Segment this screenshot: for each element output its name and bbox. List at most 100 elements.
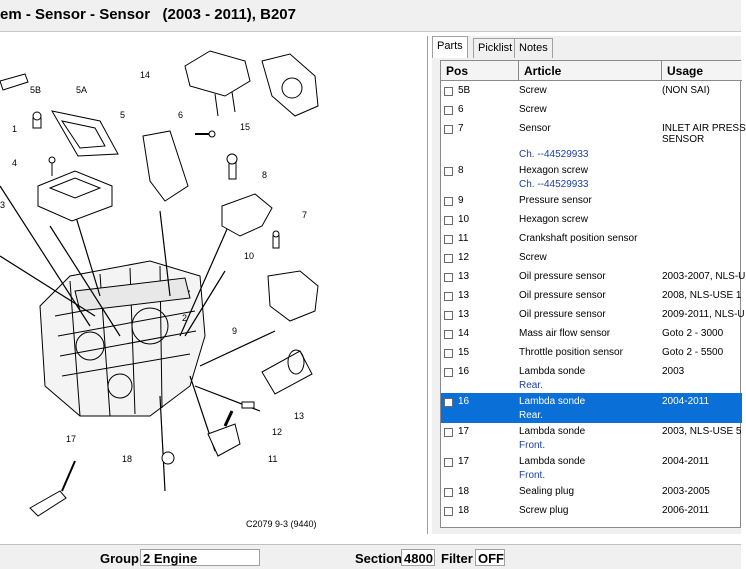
row-pos: 8: [458, 165, 464, 176]
row-usage: 2006-2011: [662, 505, 710, 516]
diagram-label-6: 6: [178, 110, 183, 120]
part-7-sensor: [221, 193, 273, 237]
diagram-label-11: 11: [268, 454, 277, 464]
row-usage: 2003-2005: [662, 486, 710, 497]
part-11-crank-sensor: [207, 410, 241, 457]
row-pos: 12: [458, 252, 470, 263]
row-article-note: Front.: [519, 470, 546, 481]
row-article: Mass air flow sensor: [519, 328, 611, 339]
row-article: Oil pressure sensor: [519, 271, 606, 282]
group-label: Group: [100, 551, 139, 566]
diagram-label-3: 3: [0, 200, 5, 210]
row-checkbox[interactable]: [444, 368, 453, 377]
row-article: Lambda sonde: [519, 366, 586, 377]
tab-parts[interactable]: Parts: [432, 36, 468, 58]
row-checkbox[interactable]: [444, 458, 453, 467]
row-checkbox[interactable]: [444, 292, 453, 301]
part-18-plug: [161, 451, 175, 465]
row-checkbox[interactable]: [444, 311, 453, 320]
row-checkbox[interactable]: [444, 398, 453, 407]
row-usage: 2004-2011: [662, 456, 710, 467]
column-header-article[interactable]: Article: [519, 61, 662, 81]
row-checkbox[interactable]: [444, 507, 453, 516]
diagram-label-18: 18: [122, 454, 132, 464]
row-pos: 13: [458, 309, 470, 320]
diagram-label-1: 1: [12, 124, 17, 134]
row-usage: 2003, NLS-USE 5: [662, 426, 742, 437]
status-bar: Group 2 Engine Section 4800 Filter OFF: [0, 544, 741, 569]
row-checkbox[interactable]: [444, 488, 453, 497]
row-checkbox[interactable]: [444, 428, 453, 437]
diagram-label-15: 15: [240, 122, 250, 132]
section-value: 4800: [401, 549, 435, 566]
tab-picklist[interactable]: Picklist: [473, 38, 518, 58]
row-checkbox[interactable]: [444, 254, 453, 263]
row-checkbox[interactable]: [444, 167, 453, 176]
row-article-note: Rear.: [519, 380, 543, 391]
row-article: Lambda sonde: [519, 426, 586, 437]
column-header-pos[interactable]: Pos: [441, 61, 519, 81]
row-usage: 2003-2007, NLS-U: [662, 271, 746, 282]
row-usage: 2003: [662, 366, 685, 377]
part-14-maf: [184, 50, 251, 117]
part-13-oil-sensor: [261, 349, 313, 395]
row-checkbox[interactable]: [444, 125, 453, 134]
row-article: Screw: [519, 104, 547, 115]
column-header-usage[interactable]: Usage: [667, 64, 704, 78]
row-checkbox[interactable]: [444, 216, 453, 225]
exploded-diagram[interactable]: 1 5B 5A 4 3 5 6 14 15 7 8 10 9 2 13 12 1…: [0, 36, 428, 534]
row-article: Pressure sensor: [519, 195, 592, 206]
row-article: Sensor: [519, 123, 551, 134]
row-checkbox[interactable]: [444, 349, 453, 358]
diagram-label-5a: 5A: [76, 85, 87, 95]
diagram-caption: C2079 9-3 (9440): [246, 519, 317, 529]
part-5b-screw: [32, 111, 42, 129]
part-8-screw: [226, 153, 238, 180]
row-checkbox[interactable]: [444, 106, 453, 115]
row-pos: 13: [458, 290, 470, 301]
table-row[interactable]: 12 Screw: [441, 249, 742, 268]
diagram-label-7: 7: [302, 210, 307, 220]
row-article-note: Rear.: [519, 410, 543, 421]
row-article-note: Front.: [519, 440, 546, 451]
tab-strip: Parts Picklist Notes: [432, 36, 741, 58]
row-article: Screw: [519, 252, 547, 263]
row-checkbox[interactable]: [444, 197, 453, 206]
parts-panel: Parts Picklist Notes Pos Article Usage 5…: [432, 36, 746, 534]
row-article: Crankshaft position sensor: [519, 233, 638, 244]
row-article: Oil pressure sensor: [519, 309, 606, 320]
page-title: em - Sensor - Sensor (2003 - 2011), B207: [0, 6, 296, 23]
row-pos: 16: [458, 366, 470, 377]
row-checkbox[interactable]: [444, 235, 453, 244]
diagram-label-2: 2: [182, 313, 187, 323]
row-checkbox[interactable]: [444, 273, 453, 282]
row-usage: (NON SAI): [662, 85, 710, 96]
diagram-label-4: 4: [12, 158, 17, 168]
row-checkbox[interactable]: [444, 330, 453, 339]
part-9-sensor: [267, 270, 319, 322]
tab-notes[interactable]: Notes: [514, 38, 553, 58]
row-pos: 7: [458, 123, 464, 134]
title-bar: em - Sensor - Sensor (2003 - 2011), B207: [0, 0, 741, 32]
row-checkbox[interactable]: [444, 87, 453, 96]
